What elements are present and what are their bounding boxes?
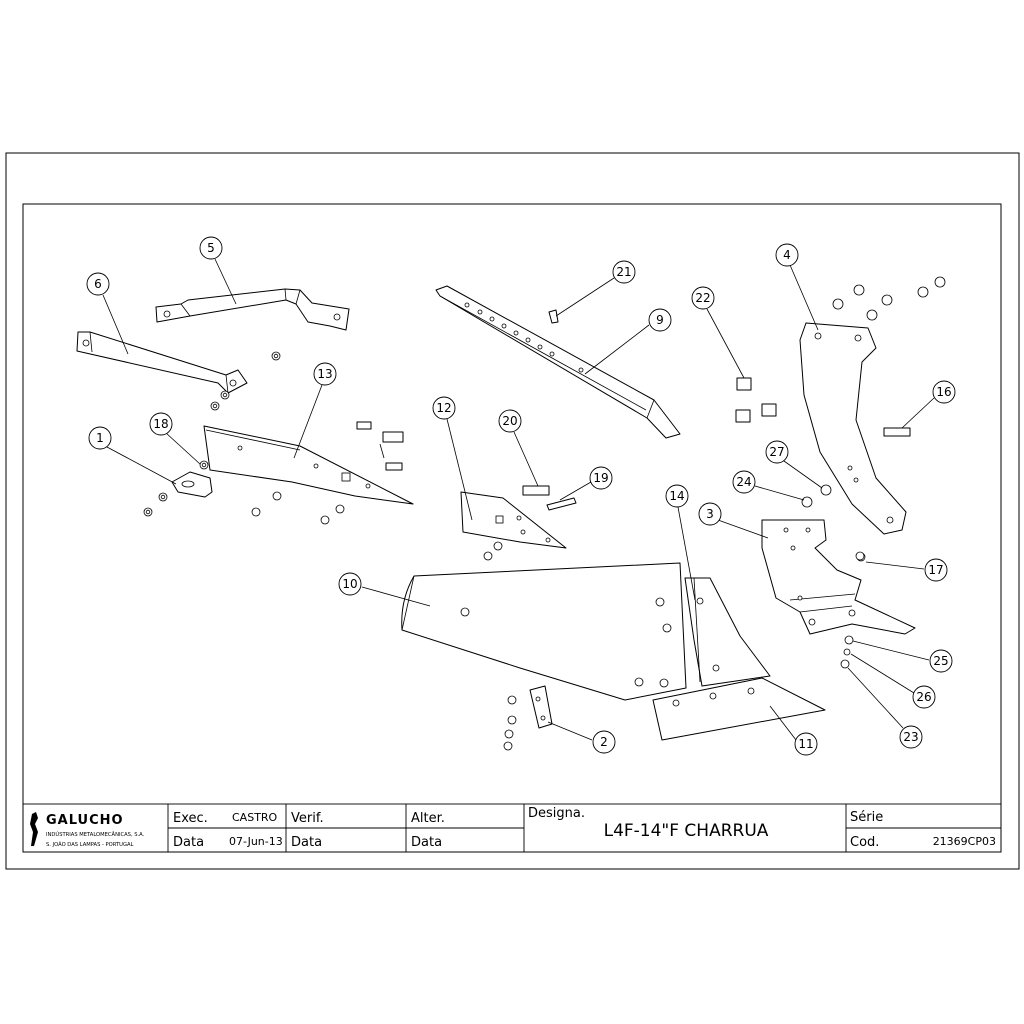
part-5-bracket bbox=[155, 288, 350, 331]
balloon-9: 9 bbox=[584, 308, 672, 375]
designation-label: Designa. bbox=[528, 806, 585, 821]
bolts-22 bbox=[735, 377, 777, 423]
company-logo: GALUCHO INDÚSTRIAS METALOMECÂNICAS, S.A.… bbox=[30, 812, 145, 848]
designation-value: L4F-14"F CHARRUA bbox=[604, 821, 769, 841]
svg-text:4: 4 bbox=[783, 248, 791, 262]
balloon-12: 12 bbox=[432, 396, 473, 521]
balloon-5: 5 bbox=[199, 236, 237, 305]
part-6-bar bbox=[76, 331, 248, 394]
svg-text:21: 21 bbox=[616, 265, 631, 279]
svg-text:3: 3 bbox=[706, 507, 714, 521]
balloon-4: 4 bbox=[775, 243, 819, 331]
svg-text:22: 22 bbox=[695, 291, 710, 305]
svg-text:13: 13 bbox=[317, 367, 332, 381]
outer-border bbox=[5, 152, 1020, 870]
balloon-6: 6 bbox=[86, 272, 129, 355]
exec-date-label: Data bbox=[173, 835, 204, 850]
exec-value: CASTRO bbox=[232, 811, 278, 824]
verif-label: Verif. bbox=[291, 811, 324, 826]
svg-text:25: 25 bbox=[933, 654, 948, 668]
svg-text:11: 11 bbox=[798, 737, 813, 751]
part-10-mouldboard bbox=[401, 562, 687, 701]
balloon-25: 25 bbox=[852, 640, 953, 673]
svg-text:18: 18 bbox=[153, 417, 168, 431]
svg-text:12: 12 bbox=[436, 401, 451, 415]
balloon-22: 22 bbox=[691, 286, 745, 379]
fasteners-6 bbox=[210, 351, 281, 411]
svg-text:26: 26 bbox=[916, 690, 931, 704]
balloon-20: 20 bbox=[498, 409, 539, 487]
verif-date-label: Data bbox=[291, 835, 322, 850]
alter-label: Alter. bbox=[411, 811, 445, 826]
svg-text:16: 16 bbox=[936, 385, 951, 399]
title-block: GALUCHO INDÚSTRIAS METALOMECÂNICAS, S.A.… bbox=[22, 803, 1002, 853]
parts-drawing bbox=[76, 276, 946, 751]
balloon-18: 18 bbox=[149, 412, 201, 465]
fasteners-right bbox=[801, 484, 865, 669]
cod-label: Cod. bbox=[850, 835, 879, 850]
part-11-share bbox=[652, 677, 826, 741]
logo-company: INDÚSTRIAS METALOMECÂNICAS, S.A. bbox=[46, 831, 145, 838]
svg-text:9: 9 bbox=[656, 313, 664, 327]
exec-date-value: 07-Jun-13 bbox=[229, 835, 283, 848]
logo-name: GALUCHO bbox=[46, 813, 124, 828]
balloon-3: 3 bbox=[698, 502, 769, 539]
exec-label: Exec. bbox=[173, 811, 208, 826]
svg-text:10: 10 bbox=[342, 577, 357, 591]
svg-text:1: 1 bbox=[96, 431, 104, 445]
logo-figure-icon bbox=[30, 812, 38, 846]
balloon-16: 16 bbox=[901, 380, 956, 429]
svg-text:19: 19 bbox=[593, 471, 608, 485]
balloon-17: 17 bbox=[865, 558, 948, 582]
part-12-wing bbox=[460, 485, 577, 561]
part-2-clip bbox=[503, 685, 553, 751]
balloons: 1 2 3 4 5 6 9 10 11 12 13 14 16 17 18 19… bbox=[86, 236, 956, 756]
balloon-10: 10 bbox=[338, 572, 431, 607]
balloon-23: 23 bbox=[847, 667, 923, 749]
part-14-shin bbox=[684, 577, 771, 687]
cod-value: 21369CP03 bbox=[933, 835, 996, 848]
balloon-19: 19 bbox=[559, 466, 613, 501]
logo-location: S. JOÃO DAS LAMPAS - PORTUGAL bbox=[46, 841, 134, 848]
balloon-13: 13 bbox=[293, 362, 337, 459]
svg-text:5: 5 bbox=[207, 241, 215, 255]
svg-text:24: 24 bbox=[736, 475, 751, 489]
balloon-11: 11 bbox=[769, 705, 818, 756]
svg-text:14: 14 bbox=[669, 489, 684, 503]
part-3-frog bbox=[761, 519, 916, 635]
balloon-2: 2 bbox=[547, 721, 616, 754]
part-9-beam bbox=[435, 285, 681, 439]
serie-label: Série bbox=[850, 810, 883, 825]
balloon-21: 21 bbox=[555, 260, 636, 317]
svg-text:2: 2 bbox=[600, 735, 608, 749]
alter-date-label: Data bbox=[411, 835, 442, 850]
svg-text:20: 20 bbox=[502, 414, 517, 428]
balloon-1: 1 bbox=[88, 426, 177, 485]
part-1-plate bbox=[143, 460, 213, 517]
svg-text:17: 17 bbox=[928, 563, 943, 577]
part-13-share bbox=[203, 421, 414, 525]
part-4-standard bbox=[799, 276, 946, 535]
svg-text:23: 23 bbox=[903, 730, 918, 744]
balloon-24: 24 bbox=[732, 470, 805, 501]
svg-text:6: 6 bbox=[94, 277, 102, 291]
balloon-27: 27 bbox=[765, 440, 823, 489]
balloon-14: 14 bbox=[665, 484, 696, 601]
svg-text:27: 27 bbox=[769, 445, 784, 459]
balloon-26: 26 bbox=[850, 653, 936, 709]
